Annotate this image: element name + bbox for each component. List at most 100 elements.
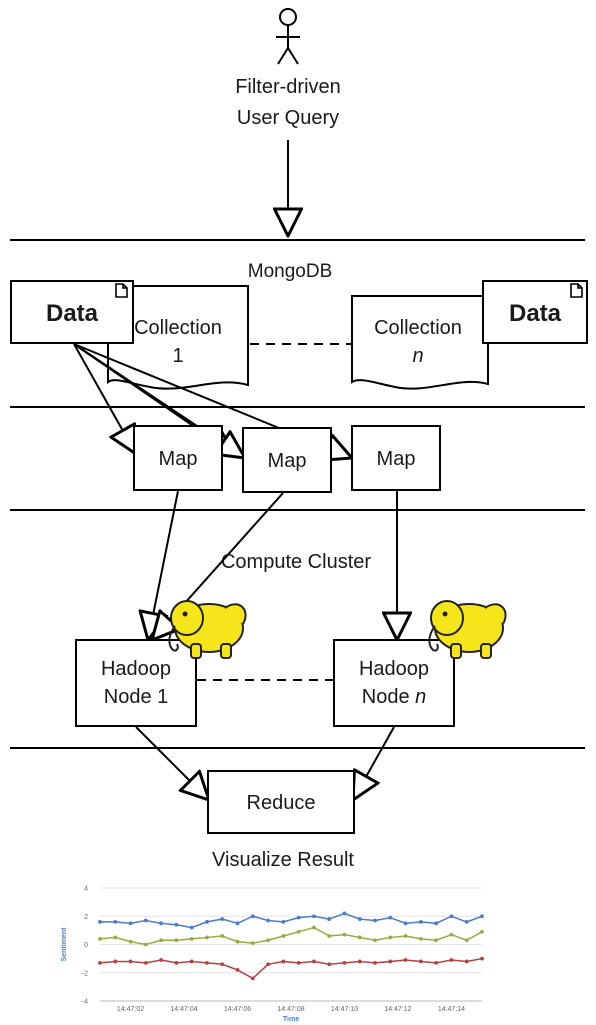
y-tick-label: 2 <box>84 914 88 921</box>
series-2-point <box>174 938 179 943</box>
hadoop-1-label-line2: Node 1 <box>104 686 169 708</box>
series-1-point <box>312 914 316 919</box>
series-2-point <box>143 942 148 947</box>
series-3-point <box>403 958 408 962</box>
map-3-label: Map <box>377 448 416 470</box>
series-1-point <box>266 918 270 923</box>
series-3-point <box>205 960 209 965</box>
series-3-point <box>312 959 316 964</box>
series-3-point <box>357 959 362 964</box>
series-2-point <box>418 936 423 941</box>
series-3-point <box>373 960 377 965</box>
series-1-line <box>100 912 483 929</box>
data-box-right <box>482 280 588 344</box>
series-1-point <box>220 917 225 921</box>
series-1-point <box>143 918 148 923</box>
x-tick-label: 14:47:06 <box>224 1006 251 1013</box>
hadoop-n-label-line2: Node n <box>362 686 427 708</box>
series-2-point <box>250 941 255 945</box>
series-1-point <box>98 920 102 924</box>
mongodb-label: MongoDB <box>248 261 333 282</box>
hadoop-n-to-reduce-arrow <box>353 726 395 800</box>
series-1-point <box>113 920 118 924</box>
user-icon <box>276 8 300 65</box>
x-tick-label: 14:47:08 <box>277 1006 304 1013</box>
hadoop-n-label-line1: Hadoop <box>359 658 429 680</box>
y-tick-label: 0 <box>84 942 88 949</box>
compute-cluster-label: Compute Cluster <box>221 551 371 573</box>
series-1-point <box>418 920 423 924</box>
series-3-point <box>342 960 347 965</box>
series-1-point <box>250 914 255 919</box>
data-to-map-1-arrow <box>73 343 136 454</box>
x-tick-label: 14:47:10 <box>331 1006 358 1013</box>
document-icon <box>570 283 583 298</box>
series-3-point <box>418 959 423 964</box>
series-2-point <box>113 935 118 940</box>
series-1-point <box>480 914 484 919</box>
series-1-point <box>327 917 332 921</box>
collection-1-label-line1: Collection <box>134 317 222 339</box>
series-3-point <box>159 958 164 962</box>
series-1-point <box>281 920 286 924</box>
x-axis-title: Time <box>283 1016 299 1023</box>
series-3-point <box>250 976 255 981</box>
series-3-point <box>266 962 270 967</box>
series-3-point <box>480 956 484 961</box>
hadoop-node-n-box <box>333 639 455 727</box>
series-1-point <box>174 922 179 927</box>
series-2-point <box>128 939 133 944</box>
series-3-point <box>296 960 301 965</box>
series-2-point <box>159 938 164 943</box>
series-3-point <box>464 959 469 964</box>
hadoop-elephant-icon <box>168 600 247 659</box>
series-1-point <box>296 915 301 920</box>
y-axis-title: Sentiment <box>61 927 68 962</box>
series-2-point <box>403 934 408 938</box>
series-1-point <box>449 914 454 919</box>
collection-n-document <box>351 295 489 390</box>
y-tick-label: -4 <box>82 999 88 1006</box>
x-tick-label: 14:47:12 <box>384 1006 411 1013</box>
series-2-point <box>342 932 347 937</box>
series-2-point <box>327 934 332 938</box>
series-2-point <box>296 929 301 934</box>
series-1-point <box>342 911 347 916</box>
series-1-point <box>373 918 377 923</box>
user-query-label-line2: User Query <box>237 107 339 129</box>
map-box-2 <box>242 427 332 493</box>
series-1-point <box>434 921 439 926</box>
series-3-point <box>281 959 286 964</box>
series-3-point <box>327 962 332 967</box>
series-1-point <box>357 917 362 921</box>
series-1-point <box>235 921 240 926</box>
y-tick-label: 4 <box>84 886 88 893</box>
data-left-label: Data <box>46 300 99 327</box>
series-2-point <box>235 939 240 944</box>
series-3-point <box>434 960 439 965</box>
series-3-point <box>113 959 118 964</box>
series-2-point <box>281 934 286 938</box>
document-icon <box>115 283 128 298</box>
series-2-point <box>189 936 194 941</box>
series-3-point <box>174 960 179 965</box>
series-3-point <box>98 960 102 965</box>
series-2-point <box>480 929 484 934</box>
series-3-line <box>99 957 483 980</box>
series-2-point <box>205 935 209 940</box>
series-3-point <box>128 959 133 964</box>
series-2-point <box>220 934 225 938</box>
series-1-point <box>205 920 209 924</box>
series-1-point <box>128 921 133 926</box>
hadoop-node-1-box <box>75 639 197 727</box>
series-2-point <box>357 935 362 940</box>
series-2-point <box>98 936 102 941</box>
map-1-label: Map <box>159 448 198 470</box>
map-2-label: Map <box>268 450 307 472</box>
series-3-point <box>189 959 194 964</box>
series-2-point <box>312 925 316 930</box>
reduce-label: Reduce <box>247 792 316 814</box>
reduce-box <box>207 770 355 834</box>
